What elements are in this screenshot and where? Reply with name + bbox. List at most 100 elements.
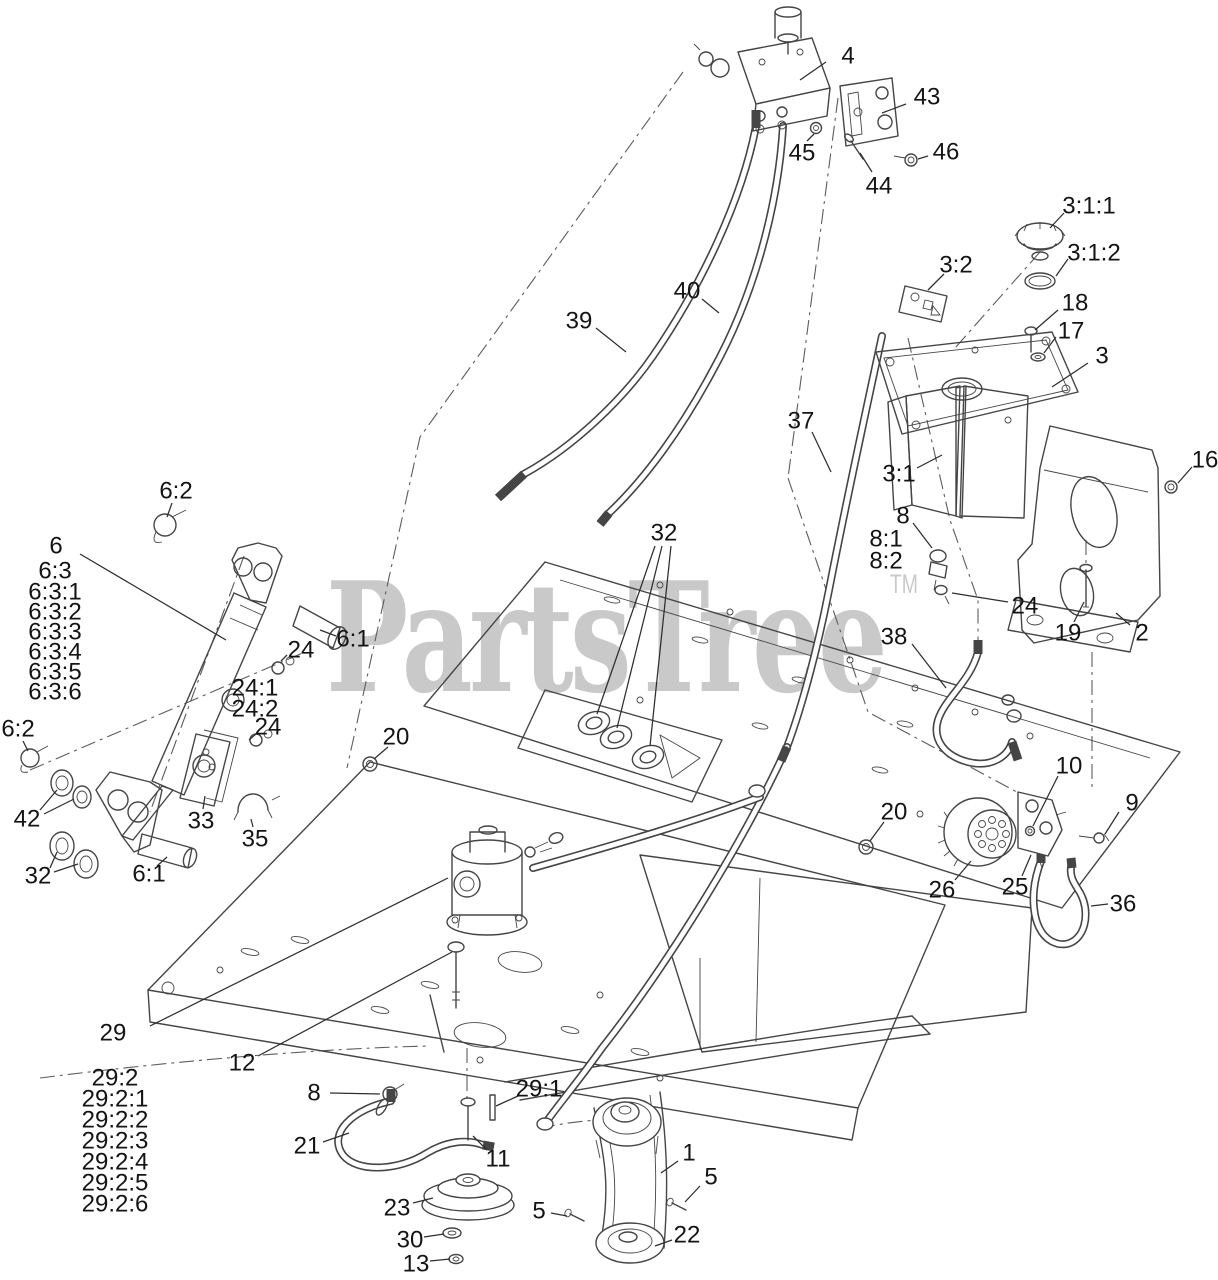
leader-line-8 bbox=[912, 522, 933, 549]
hydraulic-hoses-art bbox=[334, 110, 1090, 1172]
reservoir-assembly-art bbox=[875, 222, 1161, 653]
callout-6:3:1: 6:3:1 bbox=[28, 579, 81, 606]
callout-42: 42 bbox=[14, 806, 41, 833]
callout-39: 39 bbox=[566, 308, 593, 335]
callout-8:2: 8:2 bbox=[869, 548, 902, 575]
callout-6:2: 6:2 bbox=[159, 478, 192, 505]
callout-32: 32 bbox=[651, 520, 678, 547]
callout-43: 43 bbox=[914, 84, 941, 111]
leader-line-36 bbox=[1090, 903, 1109, 907]
callout-20: 20 bbox=[383, 724, 410, 751]
leader-line-29 bbox=[149, 877, 449, 1027]
leader-line-24 bbox=[248, 733, 257, 741]
callout-13: 13 bbox=[403, 1251, 430, 1278]
callout-10: 10 bbox=[1056, 753, 1083, 780]
leader-line-5 bbox=[684, 1185, 701, 1203]
leader-line-6:2 bbox=[166, 502, 173, 518]
leader-line-16 bbox=[1177, 466, 1193, 484]
callout-44: 44 bbox=[866, 173, 893, 200]
leader-line-29:1 bbox=[495, 1095, 519, 1107]
leader-line-24 bbox=[280, 654, 288, 662]
leader-line-40 bbox=[701, 298, 720, 314]
leader-line-22 bbox=[654, 1239, 673, 1247]
leader-line-13 bbox=[429, 1258, 451, 1262]
callout-38: 38 bbox=[881, 624, 908, 651]
trademark-symbol: TM bbox=[889, 569, 918, 599]
leader-line-26 bbox=[954, 860, 972, 881]
leader-line-12 bbox=[257, 951, 453, 1057]
callout-29:2:3: 29:2:3 bbox=[82, 1128, 149, 1155]
callout-24:1: 24:1 bbox=[232, 675, 279, 702]
leader-line-45 bbox=[806, 133, 815, 142]
callout-33: 33 bbox=[188, 808, 215, 835]
leader-line-8 bbox=[329, 1092, 381, 1095]
callout-24: 24 bbox=[255, 714, 282, 741]
callout-36: 36 bbox=[1110, 891, 1137, 918]
callout-8:1: 8:1 bbox=[869, 526, 902, 553]
callout-29:2:1: 29:2:1 bbox=[82, 1086, 149, 1113]
leader-line-25 bbox=[1021, 854, 1032, 877]
callout-21: 21 bbox=[294, 1133, 321, 1160]
leader-line-42 bbox=[39, 789, 58, 811]
leader-line-2 bbox=[1115, 612, 1131, 626]
callout-2: 2 bbox=[1135, 620, 1148, 647]
leader-line-32 bbox=[49, 851, 58, 869]
callout-1: 1 bbox=[682, 1140, 695, 1167]
callout-16: 16 bbox=[1192, 447, 1218, 474]
construction-lines bbox=[29, 71, 1093, 1129]
callout-6:1: 6:1 bbox=[132, 861, 165, 888]
leader-line-11 bbox=[472, 1135, 488, 1151]
leader-line-4 bbox=[799, 61, 827, 81]
filter-art bbox=[928, 549, 1110, 869]
leader-line-42 bbox=[43, 798, 75, 815]
callout-3:1:1: 3:1:1 bbox=[1062, 193, 1115, 220]
leader-line-35 bbox=[250, 818, 254, 828]
callout-26: 26 bbox=[929, 877, 956, 904]
leader-line-33 bbox=[202, 795, 206, 810]
callout-5: 5 bbox=[532, 1198, 545, 1225]
callout-29: 29 bbox=[100, 1020, 127, 1047]
callout-24: 24 bbox=[1012, 593, 1039, 620]
callout-29:2:5: 29:2:5 bbox=[82, 1170, 149, 1197]
callout-8: 8 bbox=[307, 1080, 320, 1107]
callout-24:2: 24:2 bbox=[232, 696, 279, 723]
leader-line-10 bbox=[1032, 775, 1059, 827]
callout-6:3:3: 6:3:3 bbox=[28, 619, 81, 646]
leader-line-6:1 bbox=[319, 629, 337, 637]
leader-line-5 bbox=[550, 1212, 568, 1217]
callout-6: 6 bbox=[49, 533, 62, 560]
leader-line-19 bbox=[1073, 601, 1085, 623]
leader-line-3 bbox=[1051, 362, 1089, 388]
leader-line-9 bbox=[1104, 811, 1120, 835]
callout-6:3:2: 6:3:2 bbox=[28, 599, 81, 626]
leader-line-1 bbox=[660, 1160, 679, 1174]
callout-3: 3 bbox=[1095, 343, 1108, 370]
leader-line-32 bbox=[596, 545, 656, 715]
leader-line-20 bbox=[373, 746, 389, 760]
callout-9: 9 bbox=[1125, 790, 1138, 817]
callout-40: 40 bbox=[674, 278, 701, 305]
callout-23: 23 bbox=[384, 1195, 411, 1222]
callout-22: 22 bbox=[674, 1222, 701, 1249]
callout-4: 4 bbox=[841, 43, 854, 70]
callout-6:3:5: 6:3:5 bbox=[28, 659, 81, 686]
callout-3:2: 3:2 bbox=[939, 252, 972, 279]
leader-line-6:2 bbox=[22, 740, 29, 752]
leader-line-43 bbox=[881, 103, 907, 114]
leader-line-3:2 bbox=[927, 273, 945, 291]
leader-line-6 bbox=[79, 553, 227, 641]
callout-29:2: 29:2 bbox=[92, 1065, 139, 1092]
cylinder-assembly-art bbox=[20, 509, 347, 879]
leader-line-3:1 bbox=[916, 454, 943, 469]
callout-32: 32 bbox=[25, 863, 52, 890]
callout-35: 35 bbox=[242, 826, 269, 853]
leader-line-18 bbox=[1034, 309, 1059, 331]
callout-29:2:2: 29:2:2 bbox=[82, 1107, 149, 1134]
callout-12: 12 bbox=[229, 1050, 256, 1077]
pulleys-belt-art bbox=[421, 746, 788, 1265]
leader-line-21 bbox=[322, 1132, 350, 1143]
